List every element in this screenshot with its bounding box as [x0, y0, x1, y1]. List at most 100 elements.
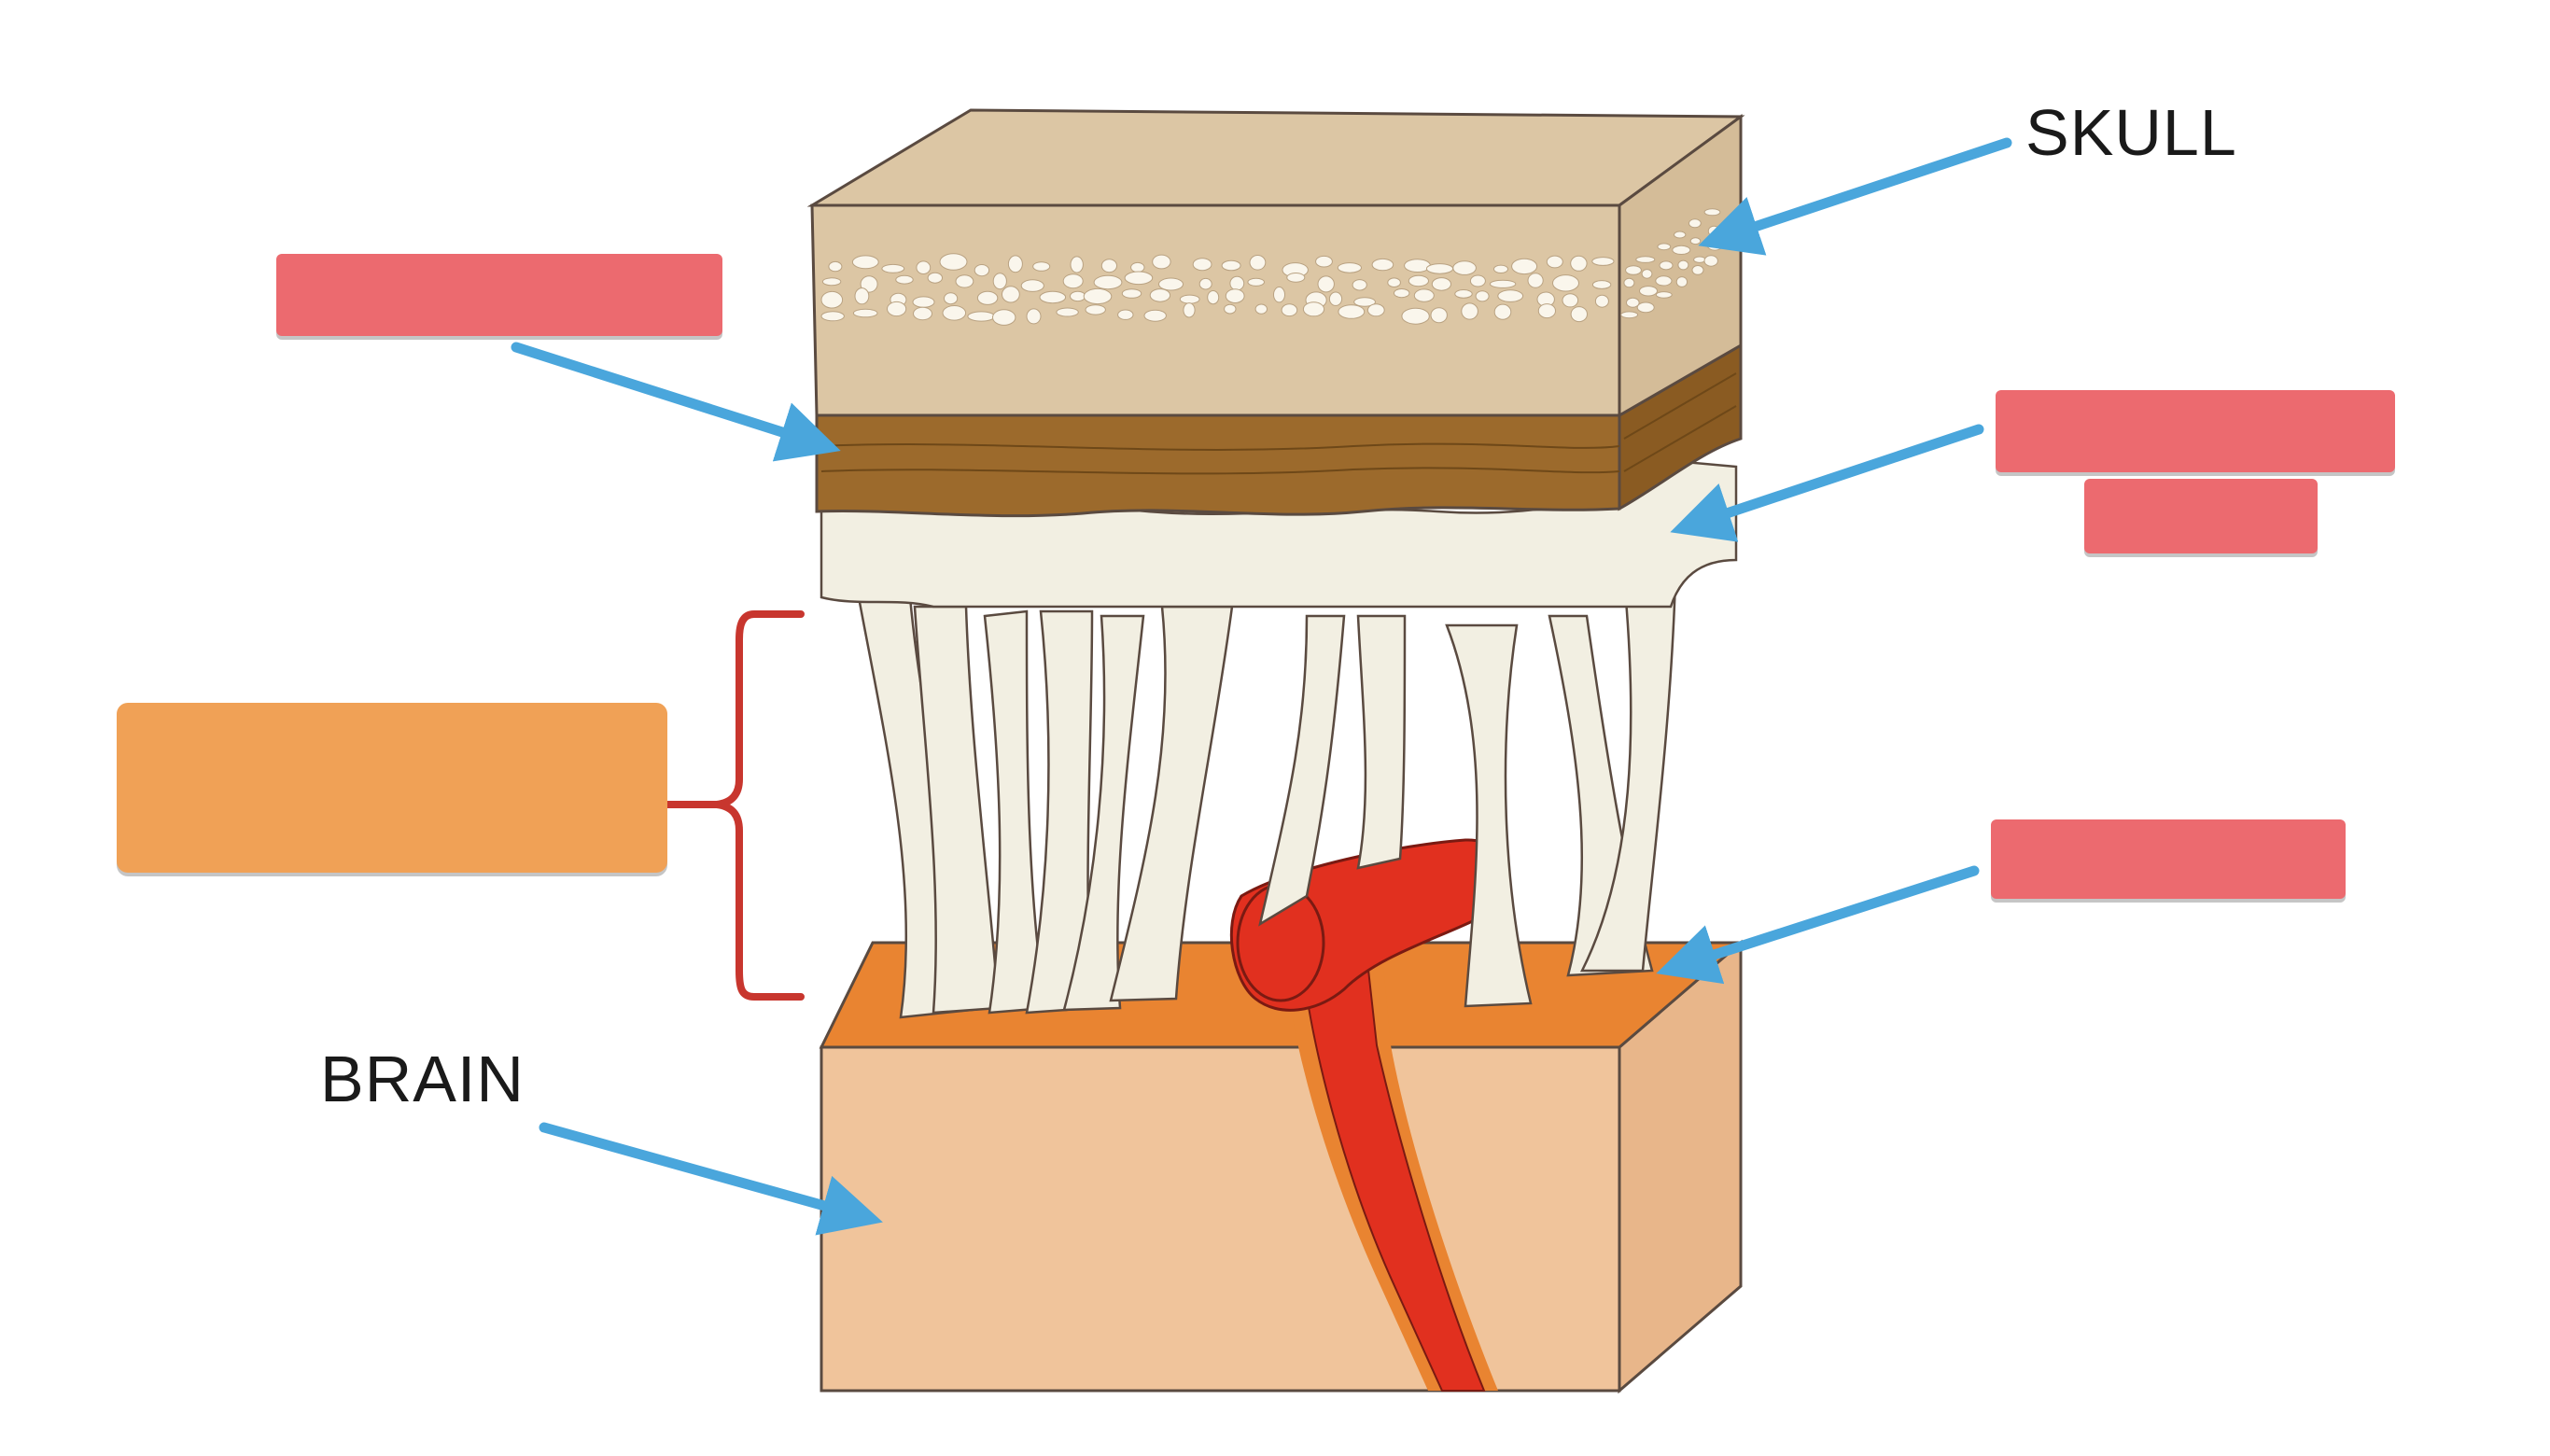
skull-pore — [1691, 265, 1704, 275]
skull-pore — [860, 275, 878, 293]
skull-arrow — [1698, 137, 2012, 256]
vessel-stem — [1300, 960, 1486, 1392]
skull-pore — [1130, 261, 1145, 273]
skull-pore — [1183, 302, 1196, 318]
skull-pore — [1100, 259, 1118, 273]
trabecula-9 — [1445, 623, 1533, 1008]
skull-pore — [1002, 286, 1020, 303]
skull-pore — [1221, 259, 1241, 272]
skull-pore — [1635, 256, 1656, 263]
skull-pore — [1623, 277, 1635, 288]
skull-pore — [967, 311, 996, 322]
dura-mater-striation-2 — [820, 467, 1620, 475]
skull-pore — [1674, 231, 1687, 239]
skull-pore — [1461, 302, 1478, 320]
trabecula-7 — [1258, 614, 1346, 927]
arachnoid-mater-box-2[interactable] — [2084, 479, 2318, 553]
pia-mater-box[interactable] — [1991, 819, 2346, 899]
brain-front-face — [820, 1045, 1621, 1393]
skull-pore — [1655, 275, 1673, 287]
skull-pore — [1413, 288, 1435, 302]
dura-mater-layer — [815, 343, 1743, 518]
skull-pore — [1677, 259, 1689, 271]
skull-pore — [1431, 277, 1452, 291]
skull-pore — [1591, 257, 1615, 266]
skull-pore — [1179, 294, 1200, 304]
skull-pore — [1408, 274, 1430, 287]
skull-pore — [1546, 255, 1563, 269]
skull-pore — [1511, 258, 1538, 275]
skull-pore — [1070, 256, 1084, 273]
skull-pore — [1281, 303, 1298, 317]
skull-pore — [913, 306, 932, 321]
skull-pore — [992, 309, 1016, 326]
skull-pore — [974, 264, 990, 277]
skull-pore — [1352, 279, 1367, 291]
skull-pore — [1454, 289, 1473, 299]
skull-pore — [1430, 307, 1448, 324]
skull-pore — [1497, 289, 1524, 302]
dura-mater-striation-1 — [820, 442, 1620, 451]
brain-arrow — [539, 1122, 883, 1236]
skull-pore — [1026, 308, 1042, 325]
subarachnoid-space-box[interactable] — [117, 703, 667, 873]
skull-block — [806, 108, 1745, 418]
skull-pore — [1401, 307, 1430, 325]
skull-pore — [1703, 208, 1721, 217]
skull-pore — [1247, 277, 1265, 287]
skull-pore — [955, 274, 974, 288]
skull-pore — [1527, 273, 1544, 288]
skull-pore — [1085, 304, 1106, 315]
dura-mater-arrow — [511, 342, 841, 462]
arachnoid-mater-arrow — [1670, 424, 1984, 542]
skull-pore — [1198, 277, 1212, 290]
skull-pore — [1338, 304, 1366, 319]
arachnoid-mater-box-1[interactable] — [1996, 390, 2395, 472]
skull-pore — [895, 274, 914, 285]
skull-pore — [1489, 279, 1517, 288]
trabecula-8 — [1356, 614, 1407, 870]
skull-pore — [1655, 291, 1673, 299]
skull-pore — [1039, 290, 1067, 304]
skull-pore — [916, 260, 932, 275]
skull-pore — [1062, 273, 1084, 289]
skull-pore — [1387, 277, 1401, 288]
skull-pore — [1688, 218, 1702, 229]
skull-pore — [1124, 271, 1154, 286]
skull-pore — [1639, 286, 1658, 297]
trabecula-11 — [1579, 577, 1677, 973]
skull-pore — [1493, 303, 1512, 320]
skull-pore — [1594, 294, 1609, 308]
dura-mater-striation-4 — [1623, 405, 1737, 472]
skull-pore — [1672, 245, 1691, 255]
skull-pore — [1537, 303, 1557, 319]
pointer-arrows — [511, 137, 2012, 1236]
skull-pore — [1659, 260, 1674, 271]
skull-pore — [1225, 288, 1245, 304]
skull-pore — [1626, 297, 1640, 308]
skull-pore — [1703, 255, 1718, 267]
skull-pore — [1552, 274, 1579, 292]
dura-mater-side — [1618, 343, 1743, 511]
skull-pore — [1366, 303, 1385, 317]
skull-pore — [1317, 275, 1335, 293]
skull-pore — [976, 290, 999, 305]
skull-pore — [1570, 255, 1588, 272]
skull-pore — [1493, 264, 1508, 273]
skull-pore — [854, 287, 870, 305]
skull-pore — [1425, 263, 1454, 274]
skull-pore — [1158, 277, 1184, 291]
skull-label: SKULL — [2025, 96, 2237, 169]
skull-pore — [1007, 255, 1023, 273]
skull-pore — [1152, 254, 1171, 270]
skull-pore — [939, 253, 968, 271]
skull-pore — [1121, 288, 1142, 299]
skull-pore — [1207, 290, 1220, 305]
skull-pore — [912, 296, 935, 308]
dura-mater-box[interactable] — [276, 254, 722, 336]
skull-pore — [1032, 261, 1051, 272]
skull-pore — [1371, 258, 1394, 272]
skull-pore — [1328, 291, 1343, 306]
skull-pore — [1229, 275, 1245, 291]
